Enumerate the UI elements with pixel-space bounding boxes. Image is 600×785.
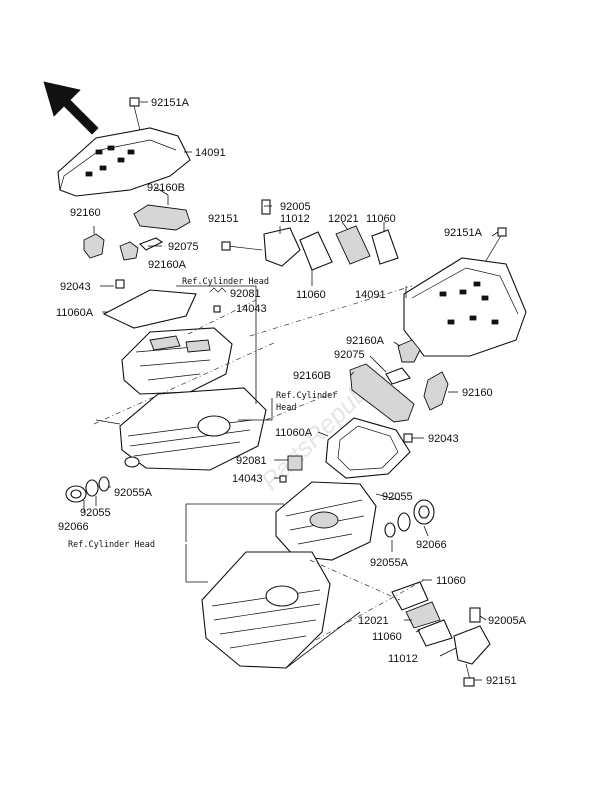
cylinder-head-top xyxy=(121,327,233,395)
label-11060a-mid: 11060A xyxy=(275,427,313,439)
label-92081-top: 92081 xyxy=(230,288,261,300)
cap-92160a-top xyxy=(119,241,139,261)
spring-92081-mid xyxy=(287,455,303,471)
arrow-up-left-icon xyxy=(43,81,99,135)
bolt-92151-bot xyxy=(463,663,475,687)
label-92160a-top: 92160A xyxy=(148,259,187,271)
rocker-11012-bot xyxy=(453,625,491,665)
label-12021-bot: 12021 xyxy=(358,615,389,627)
o-ring-92055-right xyxy=(397,512,411,532)
plate-12021-bot xyxy=(405,601,441,629)
gasket-11060a-top xyxy=(102,289,197,329)
gasket-92075-mid xyxy=(385,367,411,385)
label-92151-bot: 92151 xyxy=(486,675,517,687)
o-ring-92055a-right xyxy=(384,522,396,538)
pin-14043-mid xyxy=(279,475,287,483)
gasket-92075-top xyxy=(139,237,164,251)
ref-cylinder-head-1: Ref.Cylinder Head xyxy=(182,277,269,287)
washer-92043-top xyxy=(115,279,125,289)
gasket-11060a-mid xyxy=(325,417,411,479)
label-92055-left: 92055 xyxy=(80,507,111,519)
label-11060a-top: 11060A xyxy=(56,307,94,319)
label-11060-top: 11060 xyxy=(366,213,396,225)
ref-cylinder-head-3: Ref.Cylinder Head xyxy=(68,540,155,550)
label-92043-top: 92043 xyxy=(60,281,91,293)
label-14091-top: 14091 xyxy=(195,147,226,159)
o-ring-top xyxy=(124,456,140,468)
gasket-92160b-mid xyxy=(349,363,415,423)
label-11060-bot: 11060 xyxy=(436,575,466,587)
label-92055a-right: 92055A xyxy=(370,557,409,569)
o-ring-92055a-left xyxy=(98,476,110,492)
label-11012-top: 11012 xyxy=(280,213,310,225)
gasket-11060-top-a xyxy=(299,231,333,271)
label-92151a-top: 92151A xyxy=(151,97,190,109)
seal-92066-left xyxy=(65,485,87,503)
gasket-11060-top-b xyxy=(371,229,399,265)
cylinder-head-cover-right xyxy=(403,257,527,357)
washer-92043-mid xyxy=(403,433,413,443)
label-92043-mid: 92043 xyxy=(428,433,459,445)
label-92005-top: 92005 xyxy=(280,201,311,213)
o-ring-92055-left xyxy=(85,479,99,497)
rocker-11012-top xyxy=(261,199,301,267)
gasket-92160b-top xyxy=(133,204,191,231)
label-92151-top: 92151 xyxy=(208,213,239,225)
fitting-92005a-bot xyxy=(469,607,481,623)
bolt-92151-top xyxy=(221,241,263,251)
cylinder-bottom xyxy=(201,551,331,669)
bolt-92151a-right xyxy=(483,227,507,265)
label-92055a-left: 92055A xyxy=(114,487,153,499)
ref-cylinder-head-2-line2: Head xyxy=(276,403,296,413)
cover-92160-top xyxy=(83,233,105,259)
label-92160-mid: 92160 xyxy=(462,387,493,399)
label-92160b-mid: 92160B xyxy=(293,370,331,382)
spring-92081-top xyxy=(209,287,227,293)
cover-92160-mid xyxy=(423,371,449,411)
label-92066-left: 92066 xyxy=(58,521,89,533)
label-92055-right: 92055 xyxy=(382,491,413,503)
gasket-11060-bot xyxy=(391,581,429,611)
ref-cylinder-head-2-line1: Ref.Cylinder xyxy=(276,391,337,401)
cylinder-top xyxy=(119,387,267,471)
label-92075-mid: 92075 xyxy=(334,349,365,361)
cylinder-head-cover-top xyxy=(57,127,191,197)
label-92005a-bot: 92005A xyxy=(488,615,527,627)
label-14091-right: 14091 xyxy=(355,289,386,301)
gasket-11060-bot2 xyxy=(417,619,453,647)
label-12021-top: 12021 xyxy=(328,213,359,225)
label-11060-mid: 11060 xyxy=(296,289,326,301)
label-11060-bot2: 11060 xyxy=(372,631,402,643)
label-92151a-right: 92151A xyxy=(444,227,483,239)
label-92160a-mid: 92160A xyxy=(346,335,385,347)
plate-12021-top xyxy=(335,225,371,265)
seal-92066-right xyxy=(413,499,435,525)
label-92066-right: 92066 xyxy=(416,539,447,551)
label-92160b-top: 92160B xyxy=(147,182,185,194)
label-11012-bot: 11012 xyxy=(388,653,418,665)
label-92081-mid: 92081 xyxy=(236,455,267,467)
label-92075-top: 92075 xyxy=(168,241,199,253)
pin-14043-top xyxy=(213,305,221,313)
cylinder-head-mid xyxy=(275,481,377,561)
label-14043-mid: 14043 xyxy=(232,473,263,485)
cap-92160a-mid xyxy=(397,339,421,363)
label-14043-top: 14043 xyxy=(236,303,267,315)
label-92160-top: 92160 xyxy=(70,207,101,219)
